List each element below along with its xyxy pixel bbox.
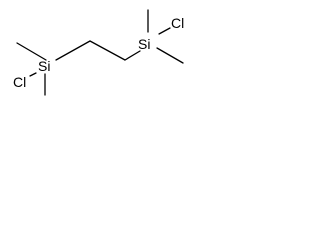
bond-si-left-methyl-upper bbox=[16, 42, 47, 61]
bond-si-left-ch2 bbox=[55, 40, 91, 61]
atom-cl-left: Cl bbox=[13, 74, 26, 90]
atom-cl-right: Cl bbox=[171, 15, 184, 31]
atom-si-right: Si bbox=[138, 36, 150, 52]
bond-ch2-si-right bbox=[124, 50, 141, 61]
bond-si-right-cl bbox=[158, 27, 171, 35]
bond-si-left-cl bbox=[29, 72, 37, 77]
atom-si-left: Si bbox=[38, 58, 50, 74]
bond-ch2-ch2 bbox=[89, 40, 126, 61]
chemical-structure-diagram: Si Cl Si Cl bbox=[13, 9, 184, 96]
bond-si-right-methyl-lower bbox=[156, 47, 184, 64]
